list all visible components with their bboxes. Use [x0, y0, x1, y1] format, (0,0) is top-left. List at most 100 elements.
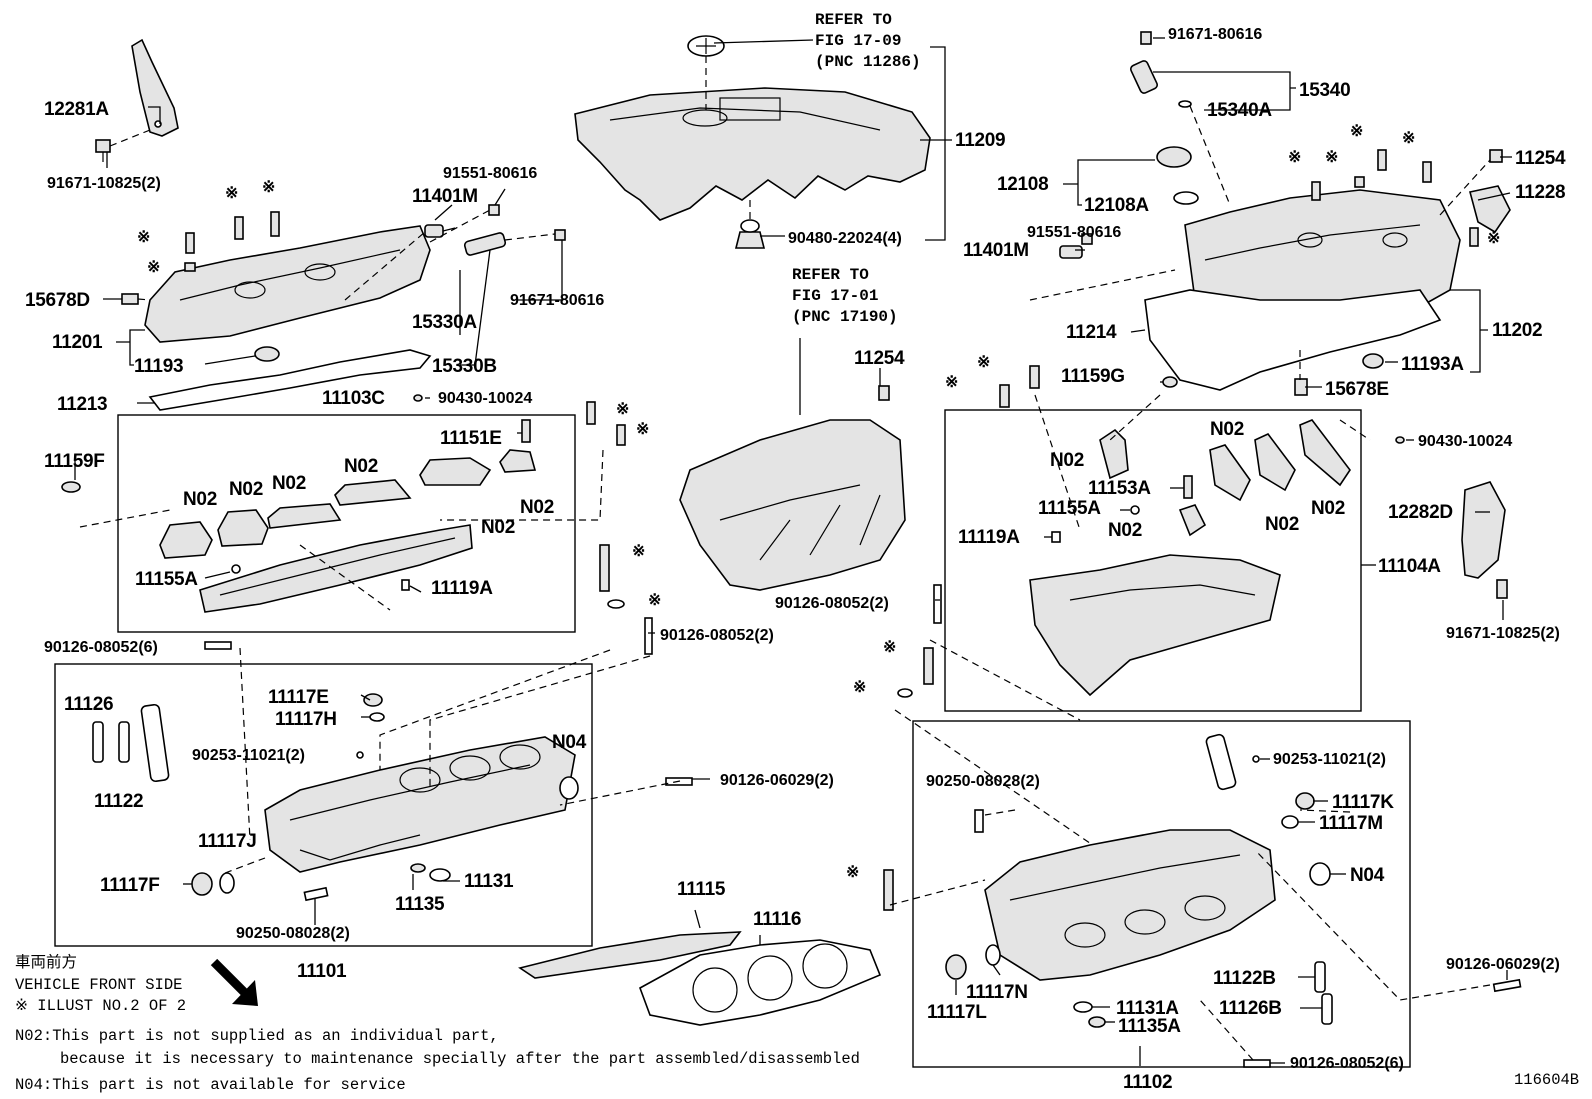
mark: ※ — [853, 679, 866, 696]
plug-11117L — [945, 954, 967, 980]
label-n02: N02 — [520, 497, 554, 518]
bolt-11151E — [521, 419, 531, 443]
label-90253-11021-left: 90253-11021(2) — [192, 747, 305, 764]
valve-guide-11126 — [92, 721, 104, 763]
label-15678D: 15678D — [25, 290, 90, 311]
label-11193A: 11193A — [1401, 354, 1464, 375]
pin-11119A-left — [401, 579, 410, 591]
refer-note-line: (PNC 11286) — [815, 53, 921, 71]
label-90430-10024-right: 90430-10024 — [1418, 433, 1512, 450]
camshaft-caps-left — [159, 449, 537, 559]
label-90250-08028-left: 90250-08028(2) — [236, 925, 350, 942]
ring-90253-right — [1252, 755, 1260, 763]
sensor-11254-right — [1489, 149, 1503, 163]
gasket-11117J — [219, 872, 235, 894]
label-n04-left: N04 — [552, 732, 587, 753]
label-11117F: 11117F — [100, 875, 160, 896]
engine-cover — [574, 87, 931, 221]
label-11117H: 11117H — [275, 709, 337, 730]
camshaft-caps-right — [1099, 419, 1351, 537]
cover-bolts-left — [184, 211, 280, 272]
bolt-91551-right — [1081, 233, 1093, 245]
camshaft-cap-group-box-right — [944, 409, 1362, 712]
label-11131: 11131 — [464, 871, 514, 892]
label-90126-08052-6-right: 90126-08052(6) — [1290, 1055, 1404, 1072]
illust-note: ※ ILLUST NO.2 OF 2 — [15, 997, 186, 1015]
dowel-90250-left — [303, 886, 329, 902]
label-11155A-left: 11155A — [135, 569, 198, 590]
label-11122B: 11122B — [1213, 968, 1276, 989]
label-15340A: 15340A — [1207, 100, 1272, 121]
label-90126-06029-left: 90126-06029(2) — [720, 772, 834, 789]
mark: ※ — [945, 374, 958, 391]
refer-note-line: FIG 17-01 — [792, 287, 878, 305]
mark: ※ — [147, 259, 160, 276]
label-11117J: 11117J — [198, 831, 256, 852]
mark: ※ — [636, 421, 649, 438]
pin-11155A-left — [231, 564, 241, 574]
mark: ※ — [137, 229, 150, 246]
plug-11135 — [410, 863, 426, 873]
label-11213: 11213 — [57, 394, 107, 415]
label-11102: 11102 — [1123, 1072, 1172, 1093]
label-11117N: 11117N — [966, 982, 1028, 1003]
plug-n04-right — [1309, 862, 1331, 886]
plug-tube-seal-11193A — [1362, 353, 1384, 369]
label-12281A: 12281A — [44, 99, 109, 120]
cam-bracket-right — [1461, 481, 1506, 579]
pin-11155A-right — [1130, 505, 1140, 515]
sensor-11401M-right — [1059, 245, 1083, 259]
camshaft-housing-right — [1029, 554, 1281, 697]
mark: ※ — [262, 179, 275, 196]
label-11117M: 11117M — [1319, 813, 1383, 834]
mark: ※ — [977, 354, 990, 371]
bolt-right-head — [883, 869, 894, 911]
label-11214: 11214 — [1066, 322, 1117, 343]
intake-manifold — [679, 419, 906, 591]
mark: ※ — [846, 864, 859, 881]
label-11117E: 11117E — [268, 687, 329, 708]
label-11254-right: 11254 — [1515, 148, 1566, 169]
cylinder-head-cover-left — [144, 225, 431, 343]
gasket-11117H — [369, 712, 385, 722]
spark-plug-tube-left — [140, 703, 170, 783]
bolt-91671-10825-left — [95, 139, 111, 162]
label-11202: 11202 — [1492, 320, 1542, 341]
cover-gasket-11213 — [148, 349, 432, 411]
label-90126-08052-2-mid: 90126-08052(2) — [660, 627, 774, 644]
pin-11119A-right — [1051, 531, 1061, 543]
illust-marks: ※ ※ ※ ※ ※ ※ ※ ※ ※ ※ ※ ※ ※ ※ ※ ※ ※ ※ — [137, 123, 1500, 881]
refer-note-1: REFER TO FIG 17-09 (PNC 11286) — [815, 11, 921, 71]
label-11159G: 11159G — [1061, 366, 1125, 387]
cylinder-head-left — [264, 736, 576, 873]
label-91671-10825-right: 91671-10825(2) — [1446, 625, 1560, 642]
engine-cover-emblem — [687, 35, 725, 57]
label-11126B: 11126B — [1219, 998, 1282, 1019]
valve-guide-11122 — [118, 721, 130, 763]
label-n02: N02 — [481, 517, 515, 538]
gasket-12108A — [1173, 191, 1199, 205]
refer-note-line: REFER TO — [792, 266, 869, 284]
label-n02: N02 — [229, 479, 263, 500]
gasket-11131 — [429, 868, 451, 882]
label-11103C: 11103C — [322, 388, 385, 409]
plug-90430-left — [413, 394, 423, 402]
label-11401M-right: 11401M — [963, 240, 1029, 261]
label-11153A: 11153A — [1088, 478, 1151, 499]
stud-90126-08052-right — [1243, 1059, 1271, 1068]
bolt-cam-mid-left — [599, 544, 625, 609]
plug-15678D — [121, 293, 139, 305]
label-90430-10024-left: 90430-10024 — [438, 390, 532, 407]
gasket-11117M — [1281, 815, 1299, 829]
sensor-11401M-left — [424, 224, 456, 238]
stud-90126-06029-right — [1492, 978, 1522, 993]
note-n04: N04:This part is not available for servi… — [15, 1076, 406, 1094]
camshaft-housing-left — [199, 524, 473, 613]
bolt-91671-10825-right — [1496, 579, 1508, 599]
bolt-11153A — [1183, 475, 1193, 499]
label-90250-08028-right: 90250-08028(2) — [926, 773, 1040, 790]
label-11119A-left: 11119A — [431, 578, 493, 599]
seal-11159G — [1162, 376, 1178, 388]
label-n02: N02 — [1050, 450, 1084, 471]
cylinder-head-group-box-left — [54, 663, 593, 947]
